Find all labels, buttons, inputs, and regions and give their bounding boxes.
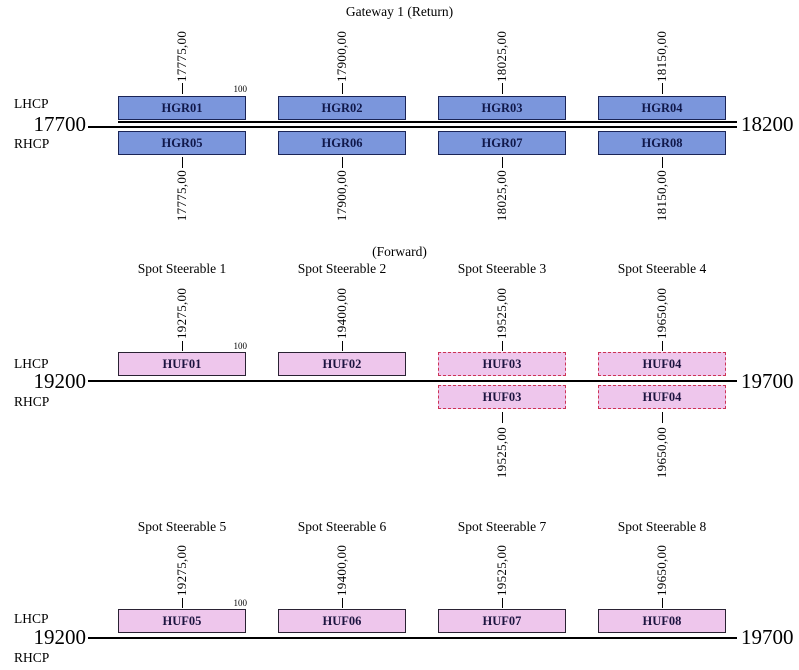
bandwidth-label: 100 [233, 84, 248, 94]
freq-label-top: 19400,00 [334, 287, 349, 339]
channel-box: HUF01 [118, 352, 246, 376]
polarization-label-rhcp: RHCP [14, 394, 50, 409]
axis-line-upper [118, 121, 737, 123]
axis-line [88, 637, 737, 639]
freq-tick [501, 83, 503, 94]
freq-label-bottom: 17775,00 [174, 170, 189, 222]
freq-tick [181, 83, 183, 94]
freq-label-top: 19400,00 [334, 544, 349, 596]
freq-label-bottom: 17900,00 [334, 170, 349, 222]
freq-label-bottom: 19525,00 [494, 427, 509, 479]
band-start-label: 19200 [33, 369, 87, 393]
freq-tick [181, 341, 183, 351]
freq-tick [341, 341, 343, 351]
polarization-label-lhcp: LHCP [14, 356, 49, 371]
freq-tick [341, 83, 343, 94]
bandwidth-label: 100 [233, 341, 248, 351]
beam-header: Spot Steerable 3 [457, 261, 547, 276]
channel-box: HGR03 [438, 96, 566, 120]
beam-header: Spot Steerable 1 [137, 261, 227, 276]
polarization-label-lhcp: LHCP [14, 611, 49, 626]
beam-header: Spot Steerable 8 [617, 519, 707, 534]
channel-box-dashed: HUF03 [438, 385, 566, 409]
channel-box: HGR08 [598, 131, 726, 155]
beam-header: Spot Steerable 5 [137, 519, 227, 534]
freq-tick [661, 83, 663, 94]
channel-box: HGR06 [278, 131, 406, 155]
freq-label-top: 17900,00 [334, 30, 349, 82]
beam-header: Spot Steerable 4 [617, 261, 707, 276]
channel-box: HGR01 [118, 96, 246, 120]
band-end-label: 19700 [741, 625, 794, 649]
freq-tick [661, 157, 663, 168]
freq-label-top: 18025,00 [494, 30, 509, 82]
channel-box-dashed: HUF03 [438, 352, 566, 376]
freq-label-top: 18150,00 [654, 30, 669, 82]
freq-label-top: 19650,00 [654, 544, 669, 596]
axis-line [88, 380, 737, 382]
beam-header: Spot Steerable 6 [297, 519, 387, 534]
channel-box: HGR05 [118, 131, 246, 155]
freq-tick [661, 412, 663, 423]
channel-box: HGR02 [278, 96, 406, 120]
band-end-label: 19700 [741, 369, 794, 393]
channel-box: HUF02 [278, 352, 406, 376]
freq-tick [181, 598, 183, 608]
channel-box-dashed: HUF04 [598, 385, 726, 409]
freq-label-top: 17775,00 [174, 30, 189, 82]
channel-box: HGR07 [438, 131, 566, 155]
beam-header: Spot Steerable 2 [297, 261, 387, 276]
beam-header: Spot Steerable 7 [457, 519, 547, 534]
polarization-label-rhcp: RHCP [14, 136, 50, 151]
channel-box-dashed: HUF04 [598, 352, 726, 376]
freq-tick [501, 412, 503, 423]
channel-box: HGR04 [598, 96, 726, 120]
freq-label-bottom: 19650,00 [654, 427, 669, 479]
polarization-label-lhcp: LHCP [14, 96, 49, 111]
channel-box: HUF05 [118, 609, 246, 633]
band-start-label: 19200 [33, 625, 87, 649]
section-subtitle-forward: (Forward) [372, 244, 427, 259]
freq-label-top: 19525,00 [494, 544, 509, 596]
freq-tick [181, 157, 183, 168]
freq-tick [661, 598, 663, 608]
channel-box: HUF07 [438, 609, 566, 633]
freq-label-bottom: 18025,00 [494, 170, 509, 222]
freq-tick [661, 341, 663, 351]
freq-label-top: 19275,00 [174, 287, 189, 339]
freq-tick [501, 157, 503, 168]
freq-label-bottom: 18150,00 [654, 170, 669, 222]
freq-label-top: 19525,00 [494, 287, 509, 339]
band-end-label: 18200 [741, 112, 794, 136]
freq-label-top: 19650,00 [654, 287, 669, 339]
channel-box: HUF06 [278, 609, 406, 633]
freq-label-top: 19275,00 [174, 544, 189, 596]
freq-tick [341, 157, 343, 168]
channel-box: HUF08 [598, 609, 726, 633]
axis-line [88, 126, 737, 128]
section-title-return: Gateway 1 (Return) [345, 4, 454, 19]
freq-tick [501, 598, 503, 608]
polarization-label-rhcp: RHCP [14, 650, 50, 665]
freq-tick [501, 341, 503, 351]
band-start-label: 17700 [33, 112, 87, 136]
freq-tick [341, 598, 343, 608]
bandwidth-label: 100 [233, 598, 248, 608]
